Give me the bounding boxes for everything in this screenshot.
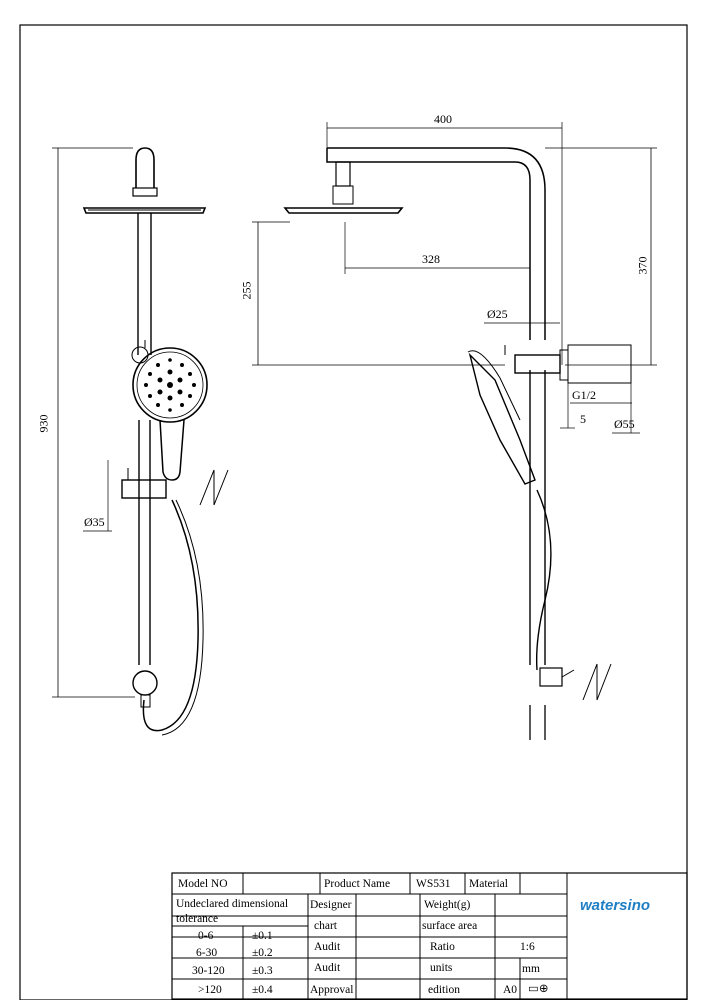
dim-arm-height: 370 [635,256,650,275]
tolerance-value-2: ±0.3 [252,965,273,977]
ratio-label: Ratio [430,941,455,953]
tolerance-range-0: 0-6 [198,930,214,942]
weight-label: Weight(g) [424,899,471,911]
tolerance-label-2: tolerance [176,913,219,925]
tolerance-value-1: ±0.2 [252,947,273,959]
material-label: Material [469,878,508,890]
surface-area-label: surface area [422,920,478,932]
tolerance-label-1: Undeclared dimensional [176,898,289,910]
audit-label-2: Audit [314,962,341,974]
tolerance-range-1: 6-30 [196,947,218,959]
units-value: mm [522,963,540,975]
model-no-label: Model NO [178,878,228,890]
chart-label: chart [314,920,337,932]
units-label: units [430,962,453,974]
product-name-label: Product Name [324,878,391,890]
dim-thread: G1/2 [572,388,596,402]
tolerance-range-3: >120 [198,984,222,996]
audit-label-1: Audit [314,941,341,953]
dim-gap: 5 [580,412,586,426]
designer-label: Designer [310,899,352,911]
dim-riser-diameter: Ø25 [487,307,508,321]
projection-symbol-icon: ▭⊕ [528,981,549,995]
edition-label: edition [428,984,460,996]
sheet-frame [19,24,688,1000]
product-name-value: WS531 [416,878,451,890]
dim-flange-diameter: Ø55 [614,417,635,431]
brand-logo: watersino [580,897,651,914]
side-view [252,122,657,740]
dim-total-height: 930 [36,414,51,433]
tolerance-value-0: ±0.1 [252,930,273,942]
front-view [52,147,229,736]
dim-arm-length: 400 [434,112,452,126]
tolerance-range-2: 30-120 [192,965,225,977]
edition-value: A0 [503,984,518,996]
dim-head-offset: 328 [422,252,440,266]
shower-nozzles [144,358,196,412]
dim-slide-bar-diameter: Ø35 [84,515,105,529]
tolerance-value-3: ±0.4 [252,984,273,996]
ratio-value: 1:6 [520,941,535,953]
dim-head-height-drop: 255 [239,281,254,300]
approval-label: Approval [310,984,354,996]
title-block [171,872,688,1000]
